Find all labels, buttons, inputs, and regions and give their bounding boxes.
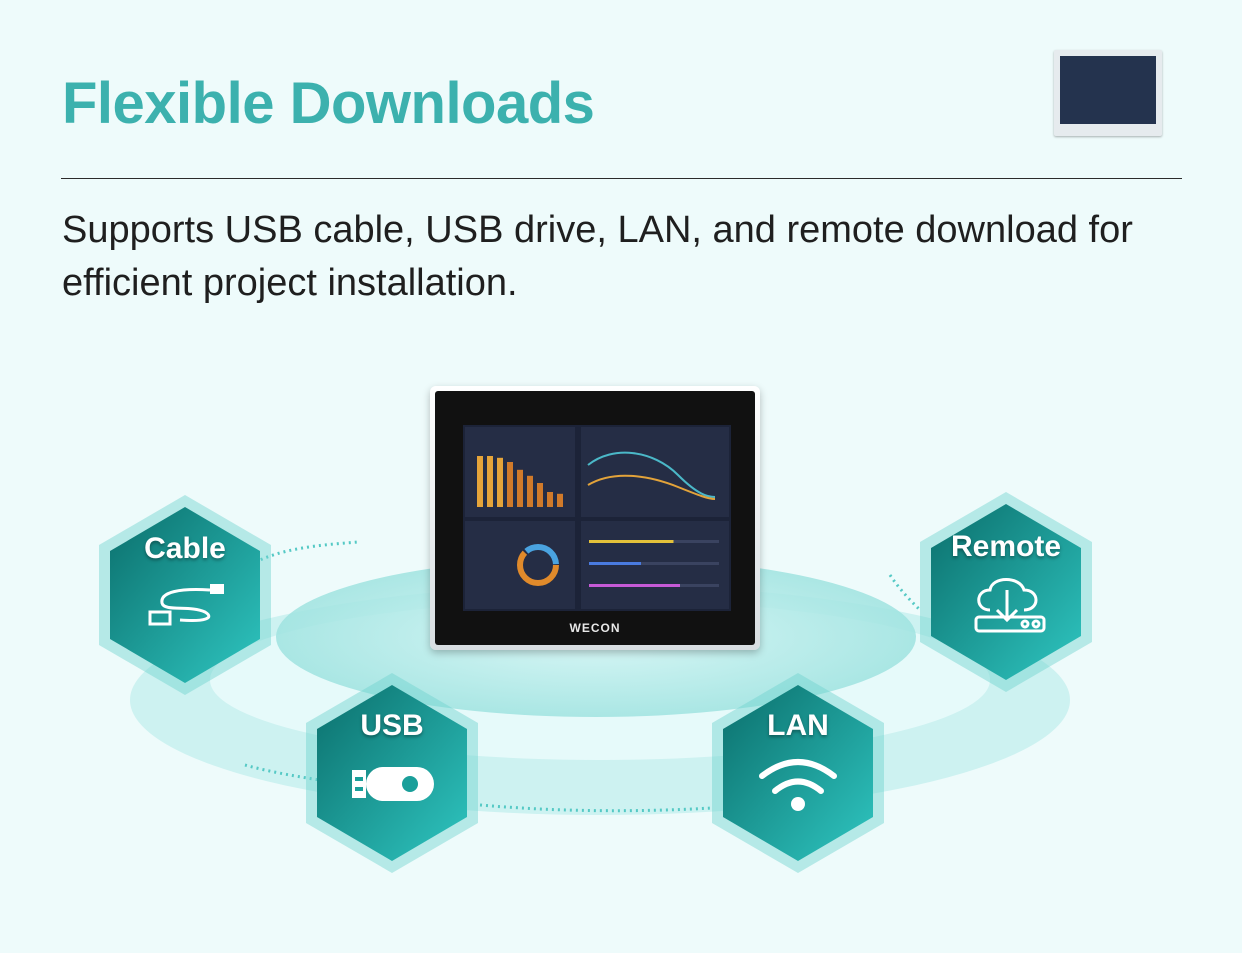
dotted-orbit-right bbox=[888, 574, 922, 612]
dashboard-bar bbox=[527, 475, 533, 507]
hmi-screen bbox=[463, 425, 731, 611]
dashboard-bar bbox=[537, 483, 543, 507]
dashboard-bar bbox=[477, 456, 483, 507]
cloud-download-icon bbox=[974, 578, 1046, 633]
donut-arc-2 bbox=[517, 544, 559, 586]
progress-fill bbox=[589, 540, 674, 543]
progress-track bbox=[589, 562, 719, 565]
usb-cable-icon bbox=[148, 584, 224, 626]
dashboard-bar bbox=[547, 492, 553, 507]
dashboard-bar bbox=[497, 457, 503, 507]
dashboard-bar bbox=[517, 469, 523, 507]
hmi-device: WECON bbox=[430, 386, 760, 650]
bar-group bbox=[477, 456, 563, 507]
method-label-lan: LAN bbox=[767, 709, 829, 742]
line-series-1 bbox=[587, 451, 716, 498]
hmi-thumbnail-screen bbox=[1060, 56, 1156, 124]
panel-lines bbox=[581, 427, 729, 517]
hex-cable bbox=[99, 495, 271, 695]
dashboard-bar bbox=[507, 462, 513, 507]
dotted-orbit-bottom bbox=[479, 803, 713, 813]
method-label-remote: Remote bbox=[950, 530, 1062, 563]
method-label-usb: USB bbox=[360, 709, 424, 742]
wifi-icon bbox=[759, 759, 837, 811]
hex-lan bbox=[712, 673, 884, 873]
progress-fill bbox=[589, 584, 680, 587]
method-label-cable: Cable bbox=[144, 532, 226, 565]
usb-drive-icon bbox=[352, 767, 434, 801]
hmi-thumbnail bbox=[1054, 50, 1162, 136]
progress-fill bbox=[589, 562, 641, 565]
page-description: Supports USB cable, USB drive, LAN, and … bbox=[62, 209, 1133, 304]
hmi-brand-logo: WECON bbox=[569, 621, 621, 635]
dashboard-bar bbox=[487, 456, 493, 507]
dotted-orbit-bottom-left bbox=[244, 763, 321, 782]
hmi-bezel: WECON bbox=[435, 391, 755, 645]
dashboard-bar bbox=[557, 493, 563, 507]
dashboard-graphic bbox=[465, 427, 729, 609]
progress-group bbox=[589, 540, 719, 587]
donut-arc-1 bbox=[517, 544, 559, 586]
page-title: Flexible Downloads bbox=[62, 71, 595, 136]
title-divider bbox=[61, 178, 1182, 179]
line-series-2 bbox=[587, 474, 716, 500]
